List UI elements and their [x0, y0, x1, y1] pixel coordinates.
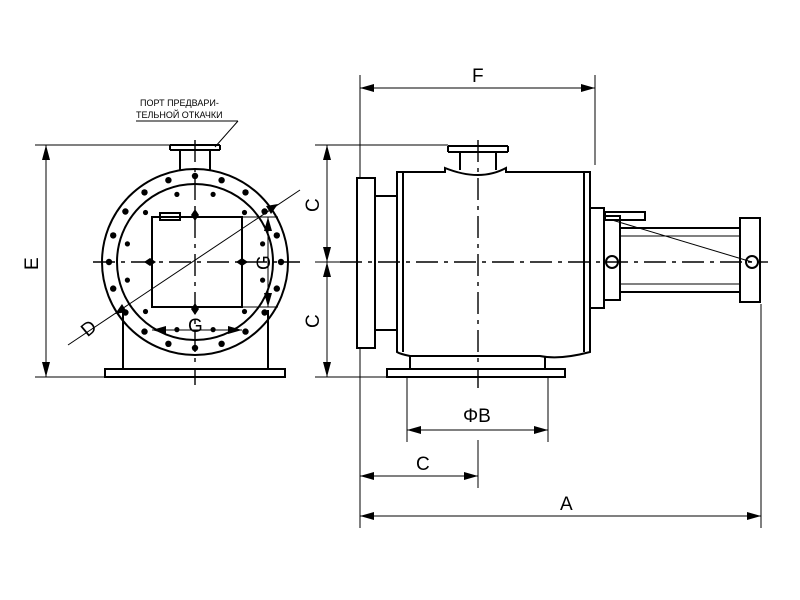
note-line-2: ТЕЛЬНОЙ ОТКАЧКИ [136, 109, 223, 120]
flange-bolt-hole [273, 285, 280, 292]
side-inlet-flange [356, 177, 376, 349]
dim-C-lower-label: C [303, 314, 324, 328]
dim-C-upper-label: C [303, 198, 324, 212]
port-bolt-right [236, 258, 248, 266]
dim-F-label: F [472, 66, 484, 87]
inner-bolt-hole [260, 241, 266, 247]
flange-bolt-hole [110, 232, 117, 239]
flange-bolt-hole [218, 340, 225, 347]
side-inlet-collar [374, 195, 398, 331]
dim-E-label: E [22, 257, 43, 270]
flange-bolt-hole [105, 258, 113, 266]
flange-bolt-hole [218, 177, 225, 184]
front-view [93, 140, 300, 385]
flange-bolt-hole [165, 177, 172, 184]
flange-bolt-hole [141, 189, 148, 196]
side-view [340, 140, 768, 388]
port-bolt-top [191, 209, 199, 221]
flange-bolt-holes [105, 172, 285, 352]
actuator-flange [589, 207, 605, 309]
flange-bolt-hole [110, 285, 117, 292]
dim-phiB: ΦB [406, 377, 549, 442]
dim-A: A [360, 304, 762, 528]
side-bottom-port [409, 356, 546, 369]
actuator-linkage [611, 219, 753, 263]
inner-bolt-hole [210, 191, 216, 197]
inner-bolt-hole [174, 191, 180, 197]
dim-C-upper: C [303, 144, 448, 263]
flange-bolt-hole [273, 232, 280, 239]
dim-C-bottom: C [359, 348, 479, 528]
inner-bolt-hole [241, 308, 248, 315]
dim-G-horizontal: G [152, 316, 242, 337]
note-leader [214, 120, 239, 148]
inner-bolt-hole [142, 209, 149, 216]
dim-G-h-label: G [188, 316, 203, 337]
dim-D-label: D [77, 316, 101, 341]
flange-bolt-hole [277, 258, 285, 266]
flange-bolt-hole [261, 309, 268, 316]
inner-bolt-hole [260, 277, 266, 283]
flange-bolt-hole [191, 344, 199, 352]
dim-C-bottom-label: C [416, 454, 430, 475]
dim-A-label: A [560, 494, 573, 515]
side-main-body [396, 166, 591, 359]
pre-evacuation-note: ПОРТ ПРЕДВАРИ- ТЕЛЬНОЙ ОТКАЧКИ [136, 98, 239, 148]
flange-bolt-hole [165, 340, 172, 347]
dim-E: E [22, 144, 170, 378]
inner-bolt-hole [124, 277, 130, 283]
side-base-plate [386, 368, 566, 378]
note-line-1: ПОРТ ПРЕДВАРИ- [140, 98, 219, 108]
dim-C-lower: C [303, 262, 387, 378]
dim-G-vertical: G [242, 216, 278, 308]
actuator-clamp [604, 211, 646, 221]
dim-phiB-label: ΦB [463, 406, 491, 427]
flange-bolt-hole [242, 328, 249, 335]
inner-bolt-hole [241, 209, 248, 216]
inner-bolt-hole [142, 308, 149, 315]
port-clamp [159, 212, 181, 221]
dim-F: F [359, 66, 596, 178]
actuator-end-cap [739, 217, 761, 303]
flange-bolt-hole [122, 208, 129, 215]
actuator-cylinder [619, 227, 741, 293]
dim-G-v-label: G [254, 255, 275, 270]
flange-bolt-hole [141, 328, 148, 335]
flange-bolt-hole [242, 189, 249, 196]
inner-bolt-hole [124, 241, 130, 247]
flange-bolt-hole [191, 172, 199, 180]
